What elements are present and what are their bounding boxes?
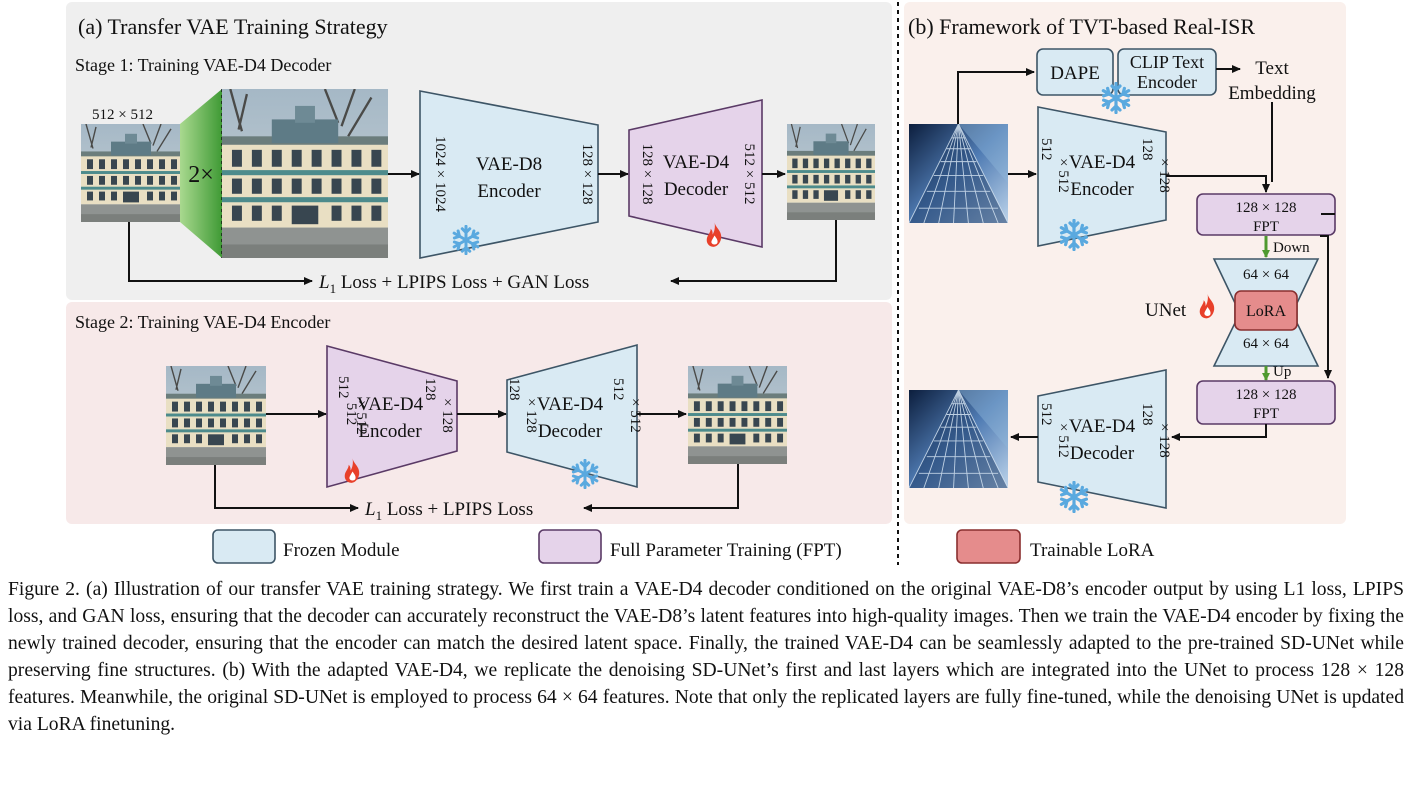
legend-lora-swatch [956, 529, 1021, 564]
stage1-input-size: 512 × 512 [92, 107, 153, 123]
stage1-decoder-output-size: 512 × 512 [741, 144, 757, 205]
stage2-vae-d4-encoder [326, 344, 458, 489]
panel-b-encoder-label: Encoder [1070, 179, 1134, 200]
stage1-decoder-name: VAE-D4 [663, 152, 730, 173]
svg-text:512: 512 [343, 403, 359, 426]
unet-bottom-size: 64 × 64 [1243, 336, 1289, 352]
stage2-decoder-out-b: × 512 [627, 398, 643, 433]
panel-b-encoder-name: VAE-D4 [1069, 152, 1136, 173]
stage2-decoder-name: VAE-D4 [537, 394, 604, 415]
stage2-encoder-label: Encoder [358, 421, 422, 442]
stage1-input-image [81, 124, 181, 222]
caption-label: Figure 2. [8, 579, 80, 600]
fpt-top-label: FPT [1253, 219, 1279, 235]
stage2-decoder-label: Decoder [538, 421, 603, 442]
vae-d8-encoder-label: Encoder [477, 181, 541, 202]
clip-text-encoder [1117, 48, 1217, 96]
dape-module [1036, 48, 1114, 96]
figure-caption: Figure 2. (a) Illustration of our transf… [8, 576, 1404, 738]
up-label: Up [1273, 364, 1291, 380]
lora-module [1234, 290, 1298, 331]
panel-b-decoder-in-b: × 128 [1156, 423, 1172, 458]
stage1-vae-d4-decoder [628, 98, 763, 249]
stage2-decoder-in-b: × 128 [523, 398, 539, 433]
upsample-label: 2× [188, 162, 214, 188]
stage2-encoder-in-a: 512 [335, 376, 351, 399]
vae-d8-encoder-name: VAE-D8 [476, 154, 542, 175]
stage2-encoder-out-b: × 128 [439, 398, 455, 433]
stage1-decoder-label: Decoder [664, 179, 729, 200]
stage2-title: Stage 2: Training VAE-D4 Encoder [75, 312, 330, 332]
panel-b-encoder-out-a: 128 [1139, 138, 1155, 161]
panel-b-encoder-in-a: 512 [1038, 138, 1054, 161]
down-label: Down [1273, 240, 1310, 256]
panel-b-decoder-label: Decoder [1070, 443, 1135, 464]
legend-fpt-label: Full Parameter Training (FPT) [610, 540, 842, 561]
fpt-bottom-size: 128 × 128 [1236, 387, 1297, 403]
stage2-input-image [166, 366, 266, 465]
panel-a-title: (a) Transfer VAE Training Strategy [78, 14, 388, 39]
fpt-bottom-label: FPT [1253, 406, 1279, 422]
panel-b-decoder-in-a: 128 [1139, 403, 1155, 426]
lora-label: LoRA [1246, 303, 1286, 320]
figure-diagram: (a) Transfer VAE Training Strategy Stage… [66, 2, 1346, 565]
legend-lora-label: Trainable LoRA [1030, 540, 1155, 561]
legend-frozen-label: Frozen Module [283, 540, 400, 561]
unet-top-size: 64 × 64 [1243, 267, 1289, 283]
vae-d8-encoder [419, 90, 599, 259]
panel-b-decoder-out-b: × 512 [1055, 423, 1071, 458]
text-embedding-line1: Text [1255, 58, 1289, 79]
stage2-encoder-in-b: × 512 [353, 400, 369, 435]
stage2-decoder-in-a: 128 [506, 378, 522, 401]
stage1-title: Stage 1: Training VAE-D4 Decoder [75, 55, 331, 75]
stage2-output-image [688, 366, 787, 464]
upsampled-image [222, 89, 388, 258]
vae-d8-input-size: 1024 × 1024 [432, 136, 448, 212]
stage2-encoder-out-a: 128 [422, 378, 438, 401]
panel-b-vae-d4-encoder [1037, 106, 1167, 247]
panel-b-input-image [909, 124, 1008, 223]
stage1-loss: L1 Loss + LPIPS Loss + GAN Loss [318, 272, 589, 296]
caption-text: (a) Illustration of our transfer VAE tra… [8, 579, 1405, 735]
panel-b-decoder-out-a: 512 [1038, 403, 1054, 426]
clip-label-line2: Encoder [1137, 72, 1197, 92]
fpt-top-size: 128 × 128 [1236, 200, 1297, 216]
stage2-encoder-input-size: 512 × 512 [343, 403, 359, 426]
panel-b-decoder-name: VAE-D4 [1069, 416, 1136, 437]
clip-label-line1: CLIP Text [1130, 52, 1204, 72]
stage2-loss: L1 Loss + LPIPS Loss [364, 499, 533, 523]
panel-b-encoder-in-b: × 512 [1055, 158, 1071, 193]
panel-b-vae-d4-decoder [1037, 369, 1167, 509]
panel-b-output-image [909, 390, 1008, 488]
panel-b-title: (b) Framework of TVT-based Real-ISR [908, 14, 1255, 39]
stage1-decoder-input-size: 128 × 128 [639, 144, 655, 205]
upsample-block [180, 89, 222, 258]
stage2-decoder-out-a: 512 [610, 378, 626, 401]
stage2-vae-d4-decoder [506, 343, 638, 489]
stage1-output-image [787, 124, 875, 220]
unet-label: UNet [1145, 300, 1187, 321]
text-embedding-line2: Embedding [1228, 83, 1316, 104]
legend-frozen-swatch [212, 529, 276, 564]
dape-label: DAPE [1050, 63, 1100, 84]
panel-b-encoder-out-b: × 128 [1156, 158, 1172, 193]
vae-d8-output-size: 128 × 128 [579, 144, 595, 205]
stage2-encoder-name: VAE-D4 [357, 394, 424, 415]
legend-fpt-swatch [538, 529, 602, 564]
